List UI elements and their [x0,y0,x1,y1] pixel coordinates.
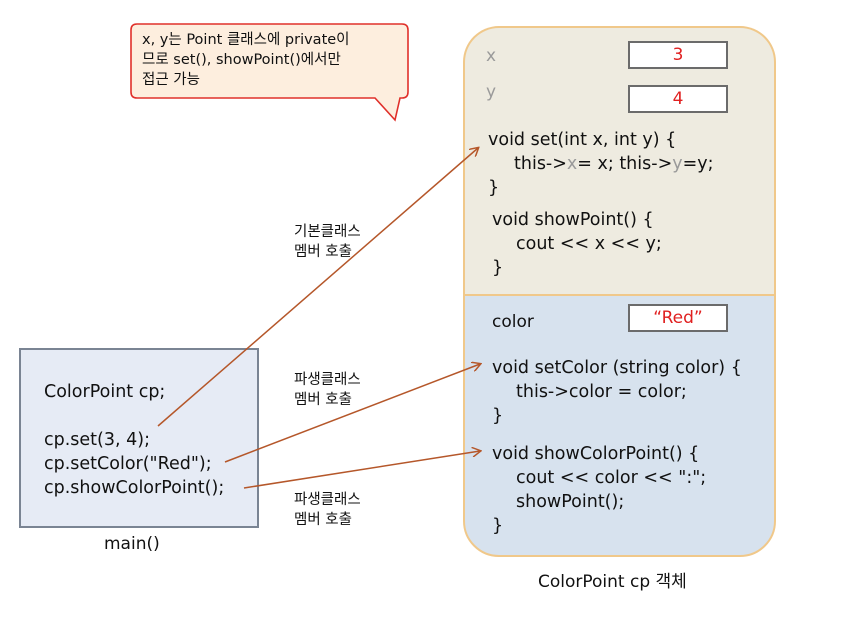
arrow-label-2-line-1: 파생클래스 [294,372,361,388]
set-body-part-1: this-> [514,154,567,174]
field-y-value: 4 [628,85,728,113]
setcolor-method-signature: void setColor (string color) { [492,358,742,378]
set-method-close: } [488,178,500,198]
field-y-label: y [486,82,497,102]
field-color-value: “Red” [628,304,728,332]
set-body-part-3: = x; this-> [577,154,673,174]
setcolor-method-close: } [492,406,504,426]
derived-class-section [463,294,776,557]
arrow-setcolor-call [224,364,480,463]
set-body-x: x [566,154,578,174]
main-line-3: cp.setColor("Red"); [44,454,212,474]
main-line-2: cp.set(3, 4); [44,430,150,450]
set-method-body: this->x= x; this->y=y; [514,152,714,176]
callout-line-3: 접근 가능 [142,72,200,88]
arrow-label-3-line-1: 파생클래스 [294,492,361,508]
showcolorpoint-body-line-1: cout << color << ":"; [516,468,707,488]
arrow-label-1-line-1: 기본클래스 [294,224,361,240]
base-class-section [463,26,776,294]
main-line-1: ColorPoint cp; [44,382,166,402]
field-x-value: 3 [628,41,728,69]
showpoint-method-close: } [492,258,504,278]
arrow-label-1-line-2: 멤버 호출 [294,244,352,260]
set-body-part-5: =y; [682,154,714,174]
arrow-label-2-line-2: 멤버 호출 [294,392,352,408]
main-function-box [19,348,259,528]
showpoint-method-signature: void showPoint() { [492,210,654,230]
main-caption: main() [104,534,160,554]
arrow-showcolorpoint-call [243,451,480,489]
main-line-4: cp.showColorPoint(); [44,478,225,498]
showcolorpoint-method-close: } [492,516,504,536]
showpoint-method-body: cout << x << y; [516,234,662,254]
callout-line-2: 므로 set(), showPoint()에서만 [142,52,341,68]
field-x-label: x [486,46,497,66]
callout-line-1: x, y는 Point 클래스에 private이 [142,32,350,48]
arrow-set-call [157,148,478,427]
set-method-signature: void set(int x, int y) { [488,130,677,150]
object-caption: ColorPoint cp 객체 [538,572,687,592]
set-body-y: y [672,154,683,174]
showcolorpoint-body-line-2: showPoint(); [516,492,625,512]
setcolor-method-body: this->color = color; [516,382,687,402]
showcolorpoint-method-signature: void showColorPoint() { [492,444,700,464]
field-color-label: color [492,312,534,332]
arrow-label-3-line-2: 멤버 호출 [294,512,352,528]
